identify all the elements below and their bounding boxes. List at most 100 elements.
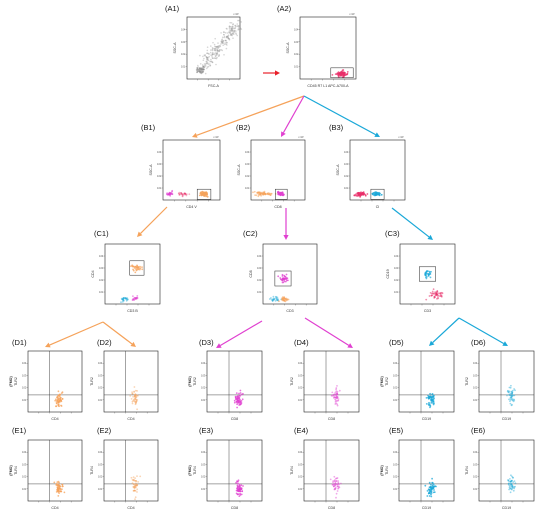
event-dot xyxy=(433,397,435,400)
event-dot xyxy=(120,297,123,300)
event-dot xyxy=(134,394,136,396)
event-dot xyxy=(508,486,511,488)
event-dot xyxy=(133,479,136,482)
event-dot xyxy=(434,296,436,298)
event-dot xyxy=(214,49,217,52)
event-dot xyxy=(236,396,239,399)
tick-label: 101 xyxy=(22,487,27,491)
event-dot xyxy=(126,298,129,301)
event-dot xyxy=(510,482,513,485)
event-dot xyxy=(198,194,201,197)
event-dot xyxy=(253,190,256,193)
event-dot xyxy=(509,487,511,490)
tick-label: 102 xyxy=(201,475,206,479)
axis-exponent: x 10³ xyxy=(298,135,304,139)
event-dot xyxy=(511,392,513,394)
event-dot xyxy=(509,481,512,483)
event-dot xyxy=(228,26,231,28)
event-dot xyxy=(509,484,511,487)
plot-frame xyxy=(398,439,455,502)
event-dot xyxy=(134,486,137,489)
tick-label: 102 xyxy=(298,475,303,479)
y-axis-label: TLR4 xyxy=(14,466,18,475)
event-dot xyxy=(227,37,229,39)
event-dot xyxy=(334,73,337,75)
event-dot xyxy=(430,401,433,404)
event-dot xyxy=(134,396,137,399)
event-dot xyxy=(199,68,202,70)
arrow-a2-to-b2-head xyxy=(281,131,286,137)
event-dot xyxy=(184,192,186,195)
fmo-tag: (FMO) xyxy=(188,465,192,476)
event-dot xyxy=(334,401,337,403)
event-dot xyxy=(177,192,180,195)
event-dot xyxy=(197,64,199,67)
event-dot xyxy=(202,55,204,58)
event-dot xyxy=(215,46,218,48)
event-dot xyxy=(217,50,220,52)
event-dot xyxy=(211,49,214,52)
event-dot xyxy=(231,27,233,30)
event-dot xyxy=(221,38,224,40)
tick-label: 103 xyxy=(22,462,27,466)
arrow-b3-to-c3-head xyxy=(427,234,433,240)
event-dot xyxy=(225,39,227,42)
event-dot xyxy=(285,277,288,279)
event-dot xyxy=(509,483,512,485)
arrow-c3-to-d6-line xyxy=(458,317,504,345)
event-dot xyxy=(231,29,233,32)
event-dot xyxy=(346,73,349,75)
event-dot xyxy=(211,61,214,63)
tick-label: 101 xyxy=(344,186,349,190)
event-dot xyxy=(199,63,202,65)
event-dot xyxy=(331,394,334,397)
event-dot xyxy=(334,486,337,489)
event-dot xyxy=(335,394,337,397)
event-dot xyxy=(332,483,335,485)
tick-label: 102 xyxy=(294,52,299,56)
event-dot xyxy=(511,403,513,406)
event-dot xyxy=(166,192,169,195)
event-dot xyxy=(211,54,213,56)
event-dot xyxy=(123,299,125,302)
event-dot xyxy=(238,398,241,401)
event-dot xyxy=(283,274,286,277)
event-dot xyxy=(232,25,234,28)
axis-exponent: x 10³ xyxy=(213,135,219,139)
event-dot xyxy=(134,486,137,488)
event-dot xyxy=(336,485,339,488)
event-dot xyxy=(337,486,340,489)
event-dot xyxy=(221,40,224,43)
event-dot xyxy=(511,394,513,396)
event-dot xyxy=(239,392,242,394)
event-dot xyxy=(225,27,228,30)
event-dot xyxy=(334,484,336,486)
event-dot xyxy=(335,492,338,495)
event-dot xyxy=(134,485,137,487)
event-dot xyxy=(332,397,335,399)
event-dot xyxy=(232,27,234,30)
event-dot xyxy=(135,484,138,487)
event-dot xyxy=(57,398,59,401)
tick-label: 101 xyxy=(22,398,27,402)
event-dot xyxy=(210,45,212,47)
event-dot xyxy=(511,397,513,400)
arrow-c1-to-d1-line xyxy=(49,321,104,346)
event-dot xyxy=(336,393,338,396)
arrow-c1-to-d2-head xyxy=(130,341,136,347)
event-dot xyxy=(220,42,223,44)
tick-label: 101 xyxy=(201,487,206,491)
event-dot xyxy=(508,398,510,401)
event-dot xyxy=(134,490,137,492)
event-dot xyxy=(132,395,135,398)
event-dot xyxy=(429,486,432,489)
event-dot xyxy=(218,50,220,53)
event-dot xyxy=(364,194,367,196)
event-dot xyxy=(333,485,335,488)
event-dot xyxy=(271,300,274,302)
event-dot xyxy=(375,192,377,194)
event-dot xyxy=(513,487,516,490)
event-dot xyxy=(182,194,185,196)
